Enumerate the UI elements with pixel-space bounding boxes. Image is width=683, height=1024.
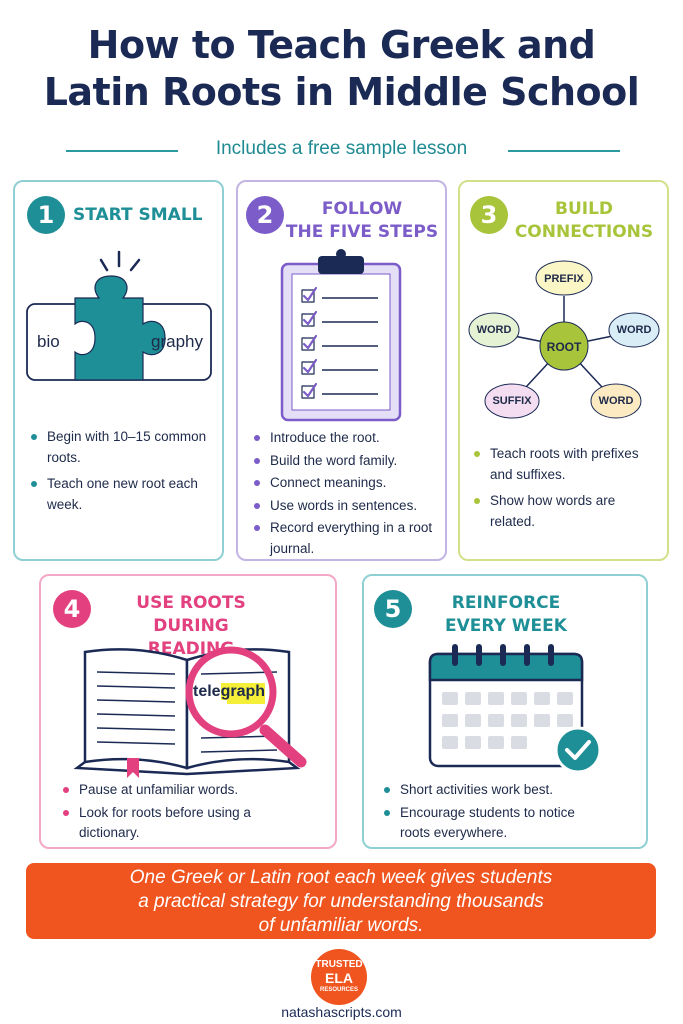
step-card-2: 2 FOLLOW THE FIVE STEPS Introduce the ro… (236, 180, 447, 561)
step-card-5: 5 REINFORCE EVERY WEEK Short activities … (362, 574, 648, 849)
step-number-badge: 1 (27, 196, 65, 234)
magnified-word-prefix: tele (193, 683, 221, 700)
subtitle-rule-left (66, 150, 178, 152)
bullet-item: Short activities work best. (382, 780, 632, 801)
banner-line-1: One Greek or Latin root each week gives … (129, 867, 553, 888)
title-line-1: How to Teach Greek and (87, 23, 596, 67)
bullet-item: Introduce the root. (252, 428, 437, 449)
step-heading-line-1: FOLLOW (321, 199, 403, 219)
banner-line-3: of unfamiliar words. (258, 915, 424, 936)
website-link[interactable]: natashascripts.com (281, 1004, 402, 1020)
bullet-item: Encourage students to notice roots every… (382, 803, 582, 844)
step-heading-line-1: BUILD (554, 199, 614, 219)
bullet-item: Show how words are related. (472, 491, 657, 532)
step-heading-line-1: REINFORCE (451, 593, 561, 613)
subtitle-row: Includes a free sample lesson (0, 138, 683, 164)
step-card-4: 4 USE ROOTS DURING READING telegraph Pau… (39, 574, 337, 849)
subtitle-rule-right (508, 150, 620, 152)
web-center-label: ROOT (546, 340, 582, 354)
banner-line-2: a practical strategy for understanding t… (138, 891, 544, 912)
title-line-2: Latin Roots in Middle School (43, 70, 640, 114)
logo-line-3: RESOURCES (319, 987, 358, 993)
step-bullets: Teach roots with prefixes and suffixes. … (472, 444, 657, 538)
puzzle-left-text: bio (37, 332, 60, 351)
bullet-item: Pause at unfamiliar words. (61, 780, 321, 801)
step-number-badge: 4 (53, 590, 91, 628)
clipboard-checklist-icon (280, 249, 402, 422)
brand-logo[interactable]: TRUSTED ELA RESOURCES (311, 949, 367, 1005)
step-number-badge: 2 (246, 196, 284, 234)
step-card-3: 3 BUILD CONNECTIONS PREFIX WORD WORD ROO… (458, 180, 669, 561)
step-heading: FOLLOW THE FIVE STEPS (282, 198, 442, 244)
web-top-label: PREFIX (544, 273, 584, 285)
step-heading-line-2: EVERY WEEK (445, 616, 567, 636)
step-card-1: 1 START SMALL bio graphy Begin with 10–1… (13, 180, 224, 561)
web-bottom-left-label: SUFFIX (492, 395, 532, 407)
puzzle-right-text: graphy (151, 332, 203, 351)
summary-banner: One Greek or Latin root each week gives … (26, 863, 656, 939)
step-heading-line-2: CONNECTIONS (514, 222, 654, 242)
step-heading-line-1: USE ROOTS (136, 593, 246, 613)
step-bullets: Begin with 10–15 common roots. Teach one… (29, 427, 209, 521)
bullet-item: Teach one new root each week. (29, 474, 209, 515)
web-left-label: WORD (476, 324, 512, 336)
magnifying-glass-book-icon (73, 646, 307, 778)
word-web-icon (468, 260, 660, 419)
logo-line-2: ELA (325, 970, 353, 986)
bullet-item: Use words in sentences. (252, 496, 437, 517)
web-bottom-right-label: WORD (598, 395, 634, 407)
magnified-word: telegraph (193, 683, 266, 701)
page-title: How to Teach Greek and Latin Roots in Mi… (0, 22, 683, 116)
web-right-label: WORD (616, 324, 652, 336)
step-number-badge: 3 (470, 196, 508, 234)
step-bullets: Pause at unfamiliar words. Look for root… (61, 780, 321, 846)
step-heading: REINFORCE EVERY WEEK (426, 592, 586, 638)
calendar-check-icon (428, 644, 602, 774)
subtitle: Includes a free sample lesson (215, 138, 468, 159)
step-number-badge: 5 (374, 590, 412, 628)
logo-line-1: TRUSTED (315, 959, 363, 970)
step-heading: START SMALL (73, 205, 203, 225)
bullet-item: Begin with 10–15 common roots. (29, 427, 209, 468)
step-bullets: Short activities work best. Encourage st… (382, 780, 632, 846)
bullet-item: Connect meanings. (252, 473, 437, 494)
step-heading: USE ROOTS DURING READING (111, 592, 271, 661)
bullet-item: Teach roots with prefixes and suffixes. (472, 444, 657, 485)
bullet-item: Look for roots before using a dictionary… (61, 803, 261, 844)
puzzle-piece-icon (26, 250, 212, 381)
bullet-item: Record everything in a root journal. (252, 518, 437, 559)
bullet-item: Build the word family. (252, 451, 437, 472)
step-bullets: Introduce the root. Build the word famil… (252, 428, 437, 561)
step-heading-line-2: THE FIVE STEPS (285, 222, 439, 242)
step-heading: BUILD CONNECTIONS (504, 198, 664, 244)
magnified-word-root: graph (220, 683, 266, 700)
